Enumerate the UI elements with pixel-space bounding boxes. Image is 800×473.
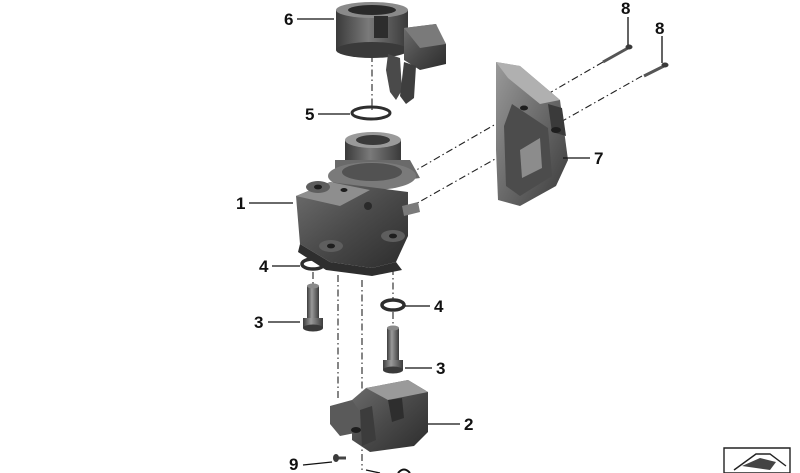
part-2-lower-sensor xyxy=(330,380,428,452)
cropped-fragment xyxy=(365,468,411,473)
part-8-screw-left xyxy=(602,44,633,64)
callout-labels: 6 8 8 5 7 1 4 4 3 3 2 9 xyxy=(236,0,664,473)
leader-lines xyxy=(249,17,663,466)
part-6-upper-sensor xyxy=(336,2,446,104)
part-4-washer-right xyxy=(380,298,406,312)
callout-1: 1 xyxy=(236,194,245,213)
callout-8b: 8 xyxy=(655,19,664,38)
callout-2: 2 xyxy=(464,415,473,434)
callout-7: 7 xyxy=(594,149,603,168)
part-1-main-housing xyxy=(296,132,420,276)
part-4-washer-left xyxy=(300,257,326,271)
part-8-screw-right xyxy=(643,62,669,78)
callout-4b: 4 xyxy=(434,297,444,316)
part-symbol-icon xyxy=(723,447,791,473)
callout-4a: 4 xyxy=(259,257,269,276)
callout-5: 5 xyxy=(305,105,314,124)
part-9-small-screw xyxy=(333,454,346,462)
callout-3b: 3 xyxy=(436,359,445,378)
part-7-cover-bracket xyxy=(496,62,568,206)
part-5-o-ring xyxy=(350,105,392,121)
callout-9: 9 xyxy=(289,455,298,473)
callout-8a: 8 xyxy=(621,0,630,18)
callout-6: 6 xyxy=(284,10,293,29)
part-3-bolt-left xyxy=(303,283,323,332)
part-3-bolt-right xyxy=(383,325,403,374)
callout-3a: 3 xyxy=(254,313,263,332)
